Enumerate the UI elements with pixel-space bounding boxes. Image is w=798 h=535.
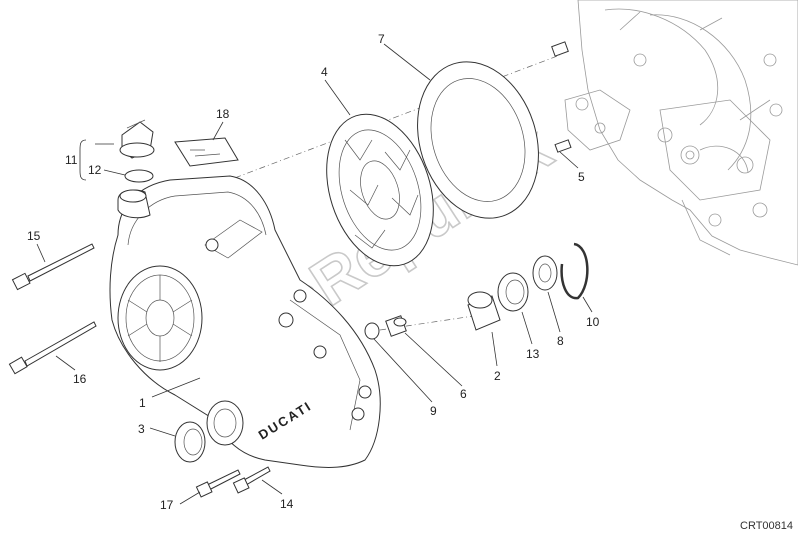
shim-washer <box>532 255 558 291</box>
warning-label <box>174 137 239 167</box>
callout-16: 16 <box>73 372 87 386</box>
callout-labels: 1 2 3 4 5 6 7 8 9 10 11 12 13 14 15 16 1… <box>27 32 600 512</box>
callout-11: 11 <box>65 153 78 167</box>
callout-13: 13 <box>526 347 540 361</box>
friction-plate <box>417 61 539 219</box>
short-bolt <box>232 466 271 494</box>
callout-5: 5 <box>578 170 585 184</box>
callout-17: 17 <box>160 498 174 512</box>
callout-12: 12 <box>88 163 102 177</box>
callout-14: 14 <box>280 497 294 511</box>
clutch-cover: DUCATI <box>109 175 381 468</box>
oil-seal <box>174 421 206 463</box>
callout-15: 15 <box>27 229 41 243</box>
dowel-pin <box>551 41 569 57</box>
bearing <box>497 272 529 312</box>
drain-plug <box>385 315 407 337</box>
long-bolt-lower <box>8 321 97 375</box>
callout-3: 3 <box>138 422 145 436</box>
long-bolt-upper <box>11 243 95 291</box>
circlip <box>560 242 589 300</box>
callout-4: 4 <box>321 65 328 79</box>
bushing <box>467 291 501 331</box>
sealing-washer <box>364 322 380 340</box>
callout-6: 6 <box>460 387 467 401</box>
callout-9: 9 <box>430 404 437 418</box>
o-ring <box>124 169 154 183</box>
callout-7: 7 <box>378 32 385 46</box>
callout-10: 10 <box>586 315 600 329</box>
callout-8: 8 <box>557 334 564 348</box>
oil-filler-cap <box>119 119 155 159</box>
leader-lines <box>36 43 593 505</box>
pressure-plate <box>326 113 434 267</box>
socket-screw <box>195 469 241 498</box>
callout-1: 1 <box>139 396 146 410</box>
callout-2: 2 <box>494 369 501 383</box>
stud-bolt <box>554 139 572 153</box>
callout-18: 18 <box>216 107 230 121</box>
crankcase <box>564 0 798 266</box>
drawing-code: CRT00814 <box>740 520 793 532</box>
